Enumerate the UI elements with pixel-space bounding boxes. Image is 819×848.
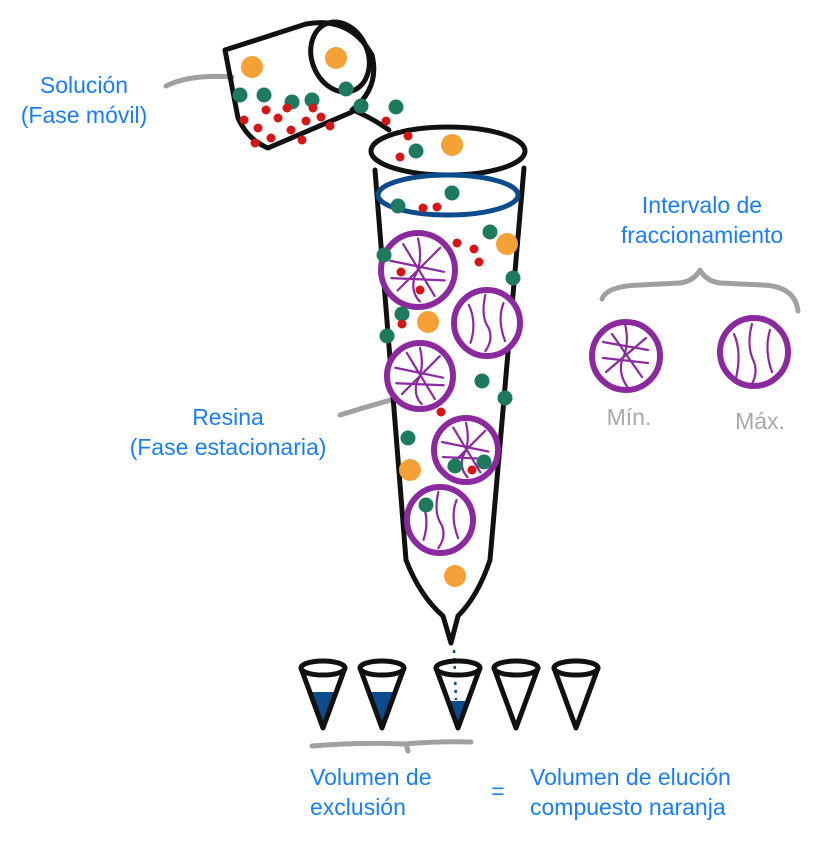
interval-label-line2: fraccionamiento <box>620 222 784 248</box>
medium-particle-green <box>505 270 521 286</box>
pouring-beaker <box>222 19 392 151</box>
medium-particle-green <box>447 458 463 474</box>
exclusion-underline <box>309 739 474 754</box>
small-particle-red <box>418 203 428 213</box>
medium-particle-green <box>408 143 424 159</box>
small-particle-red <box>397 319 407 329</box>
small-particle-red <box>253 123 263 133</box>
exclusion-label-line2: exclusión <box>310 794 406 820</box>
min-bead-example <box>589 319 663 393</box>
small-particle-red <box>474 257 484 267</box>
small-particle-red <box>436 407 446 417</box>
interval-brace <box>599 267 801 314</box>
column-frit <box>375 172 521 218</box>
solution-label-line2: (Fase móvil) <box>20 102 148 128</box>
resin-fiber <box>389 237 446 303</box>
resin-label: Resina (Fase estacionaria) <box>110 402 346 462</box>
eluate-fill <box>309 692 337 728</box>
resin-label-line2: (Fase estacionaria) <box>129 434 327 460</box>
elution-label-line2: compuesto naranja <box>530 794 726 820</box>
collection-tube <box>298 665 348 731</box>
collection-tube <box>433 665 483 731</box>
solution-label: Solución (Fase móvil) <box>8 70 160 130</box>
small-particle-red <box>239 115 249 125</box>
small-particle-red <box>415 285 425 295</box>
interval-label-line1: Intervalo de <box>641 192 763 218</box>
medium-particle-green <box>388 99 404 115</box>
small-particle-red <box>325 121 335 131</box>
small-particle-red <box>301 116 311 126</box>
large-particle-orange <box>417 311 439 333</box>
small-particle-red <box>297 135 307 145</box>
solution-pointer-line <box>163 73 235 89</box>
small-particle-red <box>396 267 406 277</box>
large-particle-orange <box>399 459 421 481</box>
medium-particle-green <box>304 92 320 108</box>
small-particle-red <box>266 133 276 143</box>
large-particle-orange <box>241 56 263 78</box>
medium-particle-green <box>482 224 498 240</box>
collection-tubes <box>298 658 601 731</box>
solute-particles <box>232 47 521 587</box>
medium-particle-green <box>444 185 460 201</box>
collection-tube-rim <box>551 658 601 678</box>
medium-particle-green <box>338 81 354 97</box>
collection-tube-rim <box>433 658 483 678</box>
eluate-fill <box>368 692 396 728</box>
medium-particle-green <box>474 373 490 389</box>
collection-tube <box>551 665 601 731</box>
exclusion-label-line1: Volumen de <box>310 764 432 790</box>
solution-label-line1: Solución <box>39 72 129 98</box>
resin-fiber <box>394 346 445 406</box>
resin-label-line1: Resina <box>192 404 264 430</box>
small-particle-red <box>316 112 326 122</box>
min-label: Mín. <box>606 404 652 430</box>
small-particle-red <box>381 116 391 126</box>
resin-fiber <box>440 421 491 479</box>
medium-particle-green <box>232 87 248 103</box>
max-label: Máx. <box>735 408 785 434</box>
exclusion-volume-label: Volumen de exclusión <box>310 762 476 822</box>
medium-particle-green <box>418 497 434 513</box>
collection-tube-rim <box>357 658 407 678</box>
equals-sign: = <box>491 778 505 804</box>
small-particle-red <box>273 113 283 123</box>
medium-particle-green <box>256 87 272 103</box>
small-particle-red <box>395 152 405 162</box>
collection-tube <box>491 665 541 731</box>
medium-particle-green <box>497 390 513 406</box>
medium-particle-green <box>476 454 492 470</box>
medium-particle-green <box>379 328 395 344</box>
collection-tube-rim <box>298 658 348 678</box>
interval-label: Intervalo de fraccionamiento <box>590 190 814 250</box>
medium-particle-green <box>353 98 369 114</box>
max-bead-example <box>717 315 791 389</box>
small-particle-red <box>469 244 479 254</box>
small-particle-red <box>261 105 271 115</box>
elution-volume-label: Volumen de elución compuesto naranja <box>530 762 780 822</box>
small-particle-red <box>452 238 462 248</box>
large-particle-orange <box>444 565 466 587</box>
small-particle-red <box>250 138 260 148</box>
collection-tube-rim <box>491 658 541 678</box>
small-particle-red <box>403 131 413 141</box>
large-particle-orange <box>441 134 463 156</box>
large-particle-orange <box>325 47 347 69</box>
medium-particle-green <box>376 247 392 263</box>
medium-particle-green <box>394 306 410 322</box>
small-particle-red <box>308 103 318 113</box>
resin-fiber <box>467 293 507 353</box>
small-particle-red <box>282 103 292 113</box>
large-particle-orange <box>496 233 518 255</box>
medium-particle-green <box>390 198 406 214</box>
elution-label-line1: Volumen de elución <box>530 764 731 790</box>
small-particle-red <box>432 202 442 212</box>
small-particle-red <box>467 465 477 475</box>
small-particle-red <box>286 125 296 135</box>
collection-tube <box>357 665 407 731</box>
chromatography-column <box>368 124 528 646</box>
medium-particle-green <box>400 430 416 446</box>
